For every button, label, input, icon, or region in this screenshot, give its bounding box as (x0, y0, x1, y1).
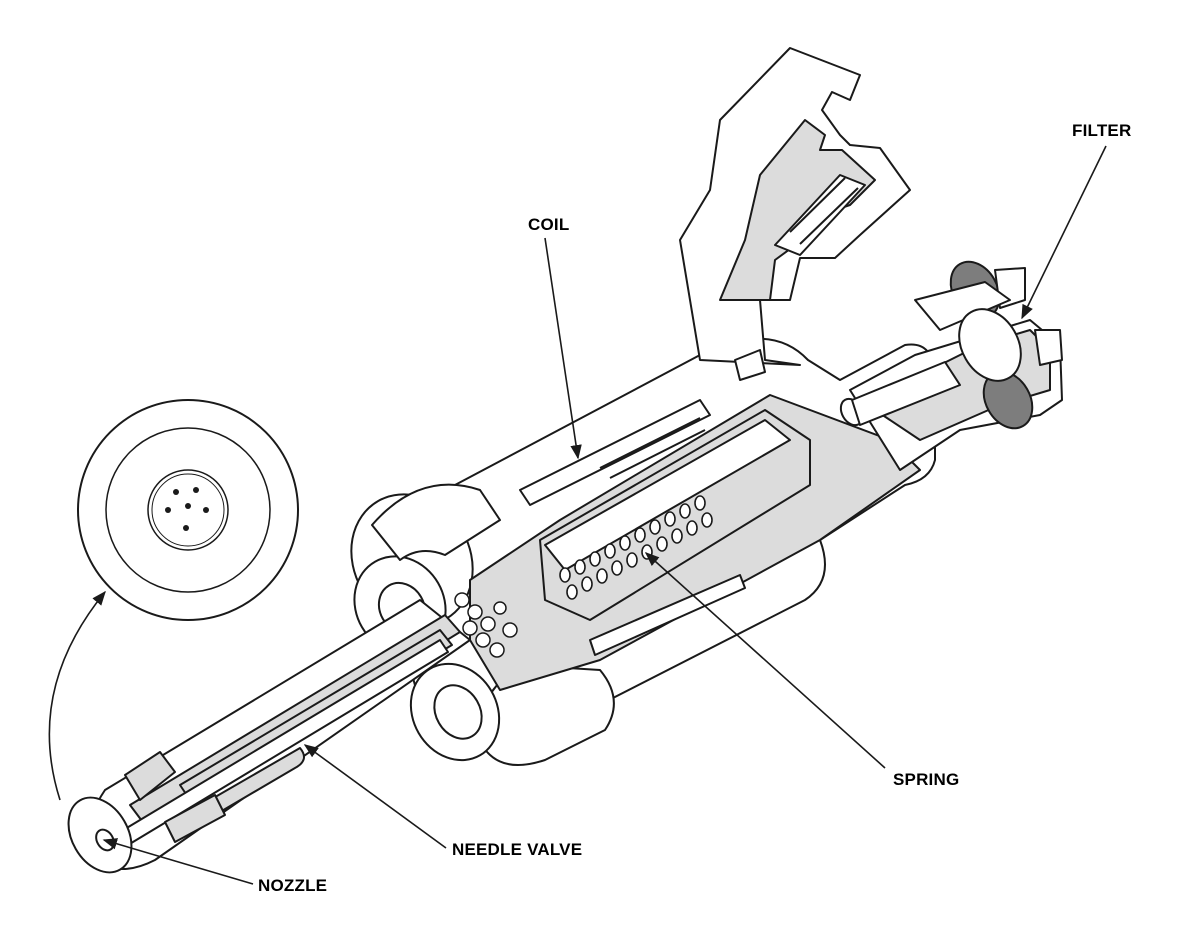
coil-windings (519, 399, 746, 656)
spring (559, 495, 713, 600)
filter-label: FILTER (1072, 121, 1132, 140)
cutaway-section (454, 394, 921, 691)
coil-leader-line (544, 237, 582, 460)
connector-housing (679, 47, 911, 381)
nozzle-label: NOZZLE (258, 876, 328, 895)
needle-valve-label: NEEDLE VALVE (452, 840, 583, 859)
nozzle-leader-line (102, 838, 254, 885)
coil-label: COIL (528, 215, 570, 234)
filter-leader-line (1021, 145, 1107, 320)
nozzle-barrel (67, 599, 471, 874)
spring-label: SPRING (893, 770, 960, 789)
spring-leader-line (644, 552, 886, 769)
filter-end (839, 260, 1063, 471)
nozzle-magnified-view (77, 399, 299, 621)
needle-valve-leader-line (303, 744, 447, 849)
nozzle-orifices (165, 487, 209, 531)
valve-ball-cluster (454, 592, 518, 658)
magnify-arrow (48, 590, 106, 801)
